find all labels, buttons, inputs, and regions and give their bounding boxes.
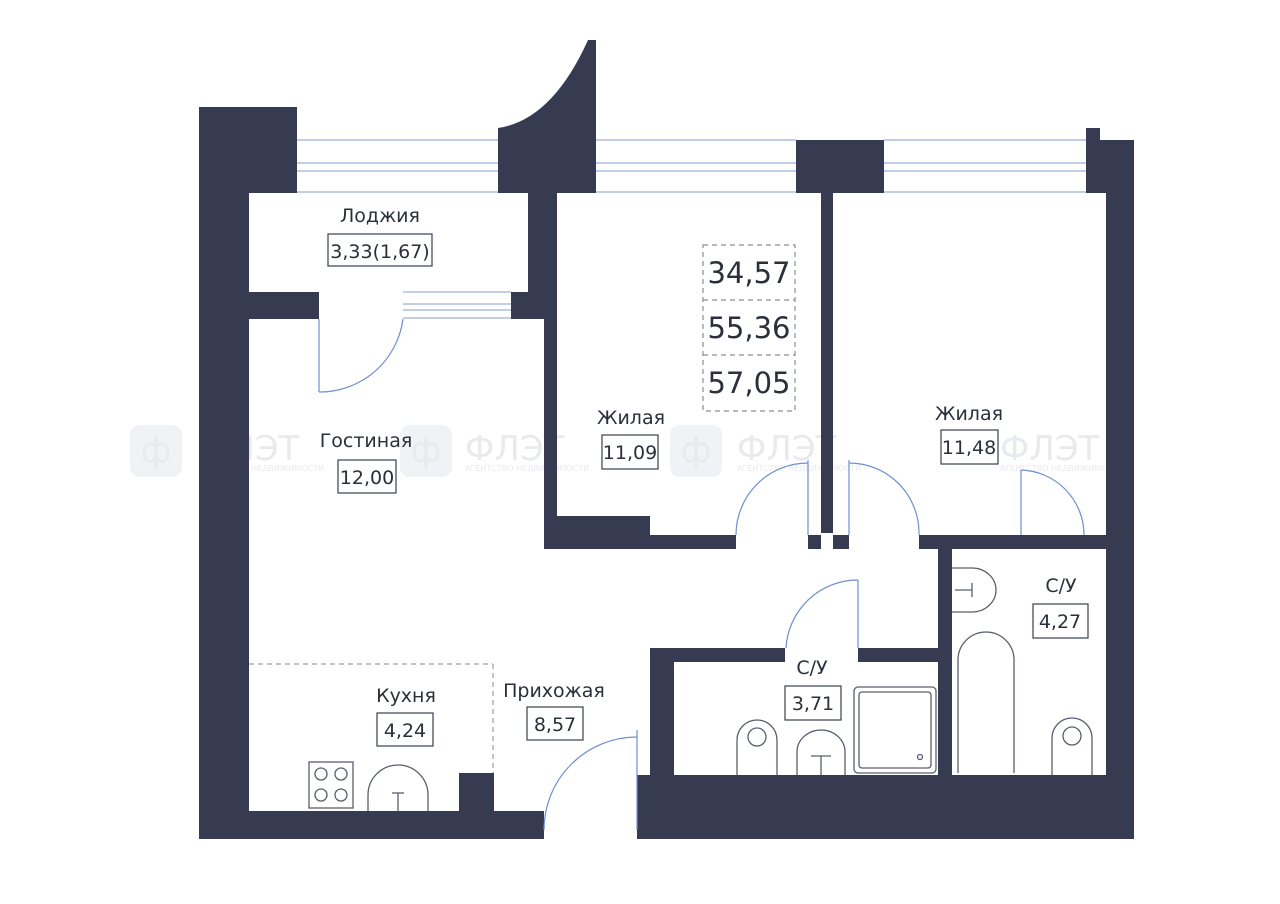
- washbasin-icon: [1051, 717, 1093, 775]
- toilet-icon: [796, 729, 846, 775]
- room-name: Жилая: [597, 407, 665, 429]
- door-bedroom-2: [848, 460, 920, 536]
- watermark-tagline: АГЕНТСТВО НЕДВИЖИМОСТИ: [1000, 464, 1124, 473]
- door-bathroom-1: [785, 579, 859, 649]
- room-area: 4,27: [1039, 611, 1081, 633]
- area-totals: 34,57 55,36 57,05: [702, 244, 796, 412]
- watermark-logo-badge: [400, 425, 452, 477]
- watermark-tagline: АГЕНТСТВО НЕДВИЖИМОСТИ: [200, 464, 324, 473]
- room-name: Жилая: [935, 403, 1003, 425]
- door-bedroom-1: [735, 460, 809, 536]
- door-bathroom-2: [1020, 469, 1085, 536]
- door-entrance: [543, 730, 638, 831]
- room-living-room: Гостиная 12,00: [320, 430, 413, 494]
- window-loggia-door: [403, 291, 511, 319]
- room-area: 4,24: [384, 720, 426, 742]
- room-area: 12,00: [340, 467, 394, 489]
- kitchen-boundary: [249, 663, 494, 773]
- room-area: 11,09: [603, 442, 657, 464]
- windows: [296, 139, 1086, 319]
- watermark-brand: ФЛЭТ: [737, 429, 837, 469]
- watermark-right: ф ФЛЭТ АГЕНТСТВО НЕДВИЖИМОСТИ: [670, 425, 861, 477]
- room-area: 3,33(1,67): [330, 241, 429, 263]
- watermark-logo-letter: ф: [141, 430, 172, 471]
- shower-tray-icon: [853, 686, 937, 774]
- area-box: [601, 434, 659, 470]
- doors: [318, 318, 1085, 831]
- window-bedroom-2: [884, 139, 1086, 193]
- room-bathroom-1: С/У 3,71: [784, 657, 842, 721]
- room-area: 8,57: [534, 714, 576, 736]
- room-name: С/У: [796, 657, 828, 679]
- watermark-logo-badge: [670, 425, 722, 477]
- watermark-logo-badge: [130, 425, 182, 477]
- room-kitchen: Кухня 4,24: [376, 685, 436, 747]
- area-box: [376, 712, 434, 747]
- area-box: [784, 685, 842, 721]
- room-bathroom-2: С/У 4,27: [1032, 575, 1089, 639]
- fixtures: [308, 567, 1093, 811]
- room-area: 3,71: [792, 693, 834, 715]
- room-hallway: Прихожая 8,57: [503, 680, 605, 741]
- area-box: [526, 706, 584, 741]
- walls: [199, 40, 1134, 839]
- room-area: 11,48: [942, 437, 996, 459]
- window-loggia: [296, 139, 498, 193]
- area-box: [940, 429, 999, 465]
- watermark-logo-letter: ф: [681, 430, 712, 471]
- total-area-with-loggia: 57,05: [707, 366, 790, 400]
- room-name: Гостиная: [320, 430, 413, 452]
- toilet-icon: [952, 567, 997, 613]
- bathtub-icon: [957, 631, 1015, 773]
- room-name: Прихожая: [503, 680, 605, 702]
- watermark-logo-letter: ф: [411, 430, 442, 471]
- kitchen-sink-icon: [367, 764, 429, 811]
- watermark-center: ф ФЛЭТ АГЕНТСТВО НЕДВИЖИМОСТИ: [400, 425, 589, 477]
- watermark-brand: ФЛЭТ: [1000, 429, 1100, 469]
- total-area: 55,36: [707, 311, 790, 345]
- room-bedroom-2: Жилая 11,48: [935, 403, 1003, 465]
- watermark-tagline: АГЕНТСТВО НЕДВИЖИМОСТИ: [737, 464, 861, 473]
- totals-frame: [702, 244, 796, 412]
- living-area-total: 34,57: [707, 256, 790, 290]
- room-bedroom-1: Жилая 11,09: [597, 407, 665, 470]
- area-box: [337, 459, 397, 494]
- area-box: [327, 233, 433, 267]
- watermark-far-right: ФЛЭТ АГЕНТСТВО НЕДВИЖИМОСТИ: [1000, 429, 1124, 473]
- room-name: Кухня: [376, 685, 436, 707]
- area-box: [1032, 603, 1089, 639]
- room-loggia: Лоджия 3,33(1,67): [327, 205, 433, 267]
- washbasin-icon: [736, 719, 778, 775]
- window-bedroom-1: [596, 139, 796, 193]
- room-name: С/У: [1045, 575, 1077, 597]
- stove-icon: [308, 761, 354, 809]
- watermark-tagline: АГЕНТСТВО НЕДВИЖИМОСТИ: [465, 464, 589, 473]
- room-name: Лоджия: [340, 205, 420, 227]
- room-labels: Лоджия 3,33(1,67) Гостиная 12,00 Жилая 1…: [320, 205, 1089, 747]
- door-loggia: [318, 318, 404, 393]
